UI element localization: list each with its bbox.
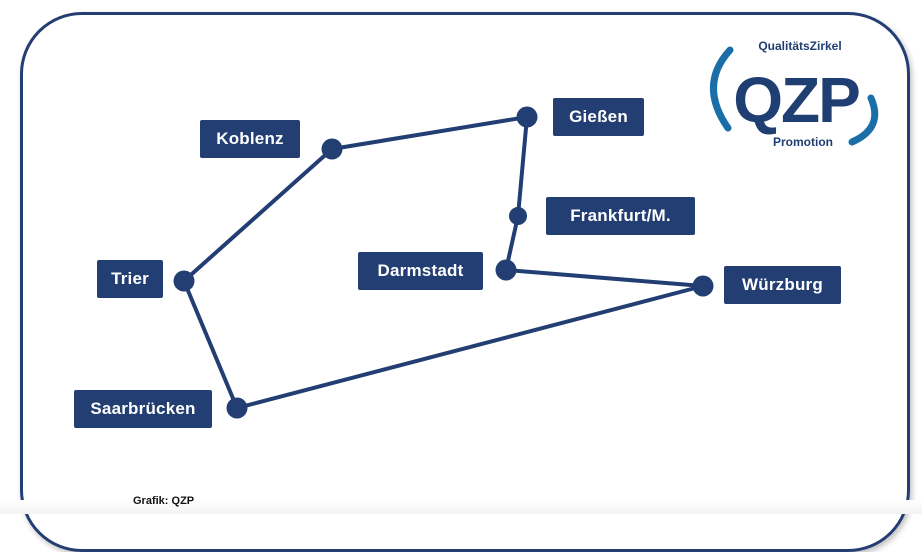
node-koblenz (321, 138, 343, 160)
label-trier: Trier (97, 260, 163, 298)
bottom-shadow (0, 500, 922, 514)
node-trier (173, 270, 195, 292)
route-diagram: Gießen Frankfurt/M. Darmstadt Würzburg S… (0, 12, 922, 552)
label-giessen: Gießen (553, 98, 644, 136)
route-network (173, 106, 714, 419)
label-wuerzburg: Würzburg (724, 266, 841, 304)
route-nodes (173, 106, 714, 419)
graphic-credit: Grafik: QZP (133, 495, 195, 507)
node-darmstadt (495, 259, 517, 281)
node-frankfurt (509, 207, 527, 225)
route-edge-wuerzburg-saarbruecken (235, 284, 705, 410)
node-saarbruecken (226, 397, 248, 419)
label-koblenz: Koblenz (200, 120, 300, 158)
route-edge-trier-koblenz (182, 147, 334, 283)
route-edge-darmstadt-wuerzburg (504, 268, 705, 288)
node-giessen (516, 106, 538, 128)
route-edge-koblenz-giessen (330, 115, 529, 151)
label-frankfurt: Frankfurt/M. (546, 197, 695, 235)
label-darmstadt: Darmstadt (358, 252, 483, 290)
node-wuerzburg (692, 275, 714, 297)
route-edge-giessen-frankfurt (516, 115, 529, 218)
label-saarbruecken: Saarbrücken (74, 390, 212, 428)
route-edge-saarbruecken-trier (182, 279, 239, 410)
route-edges (182, 115, 705, 410)
